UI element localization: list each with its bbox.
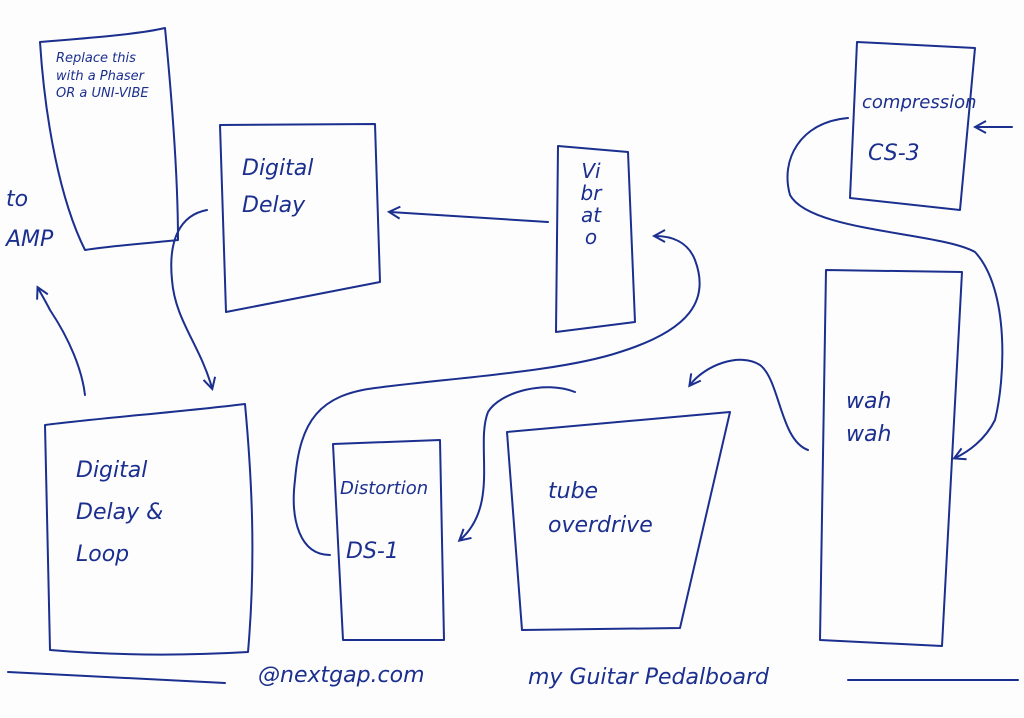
loop-to-amp	[38, 288, 86, 396]
digital-delay-box	[219, 123, 381, 313]
wah-label: wah wah	[846, 389, 892, 447]
footer-site: @nextgap.com	[258, 663, 425, 688]
compression-box	[849, 41, 976, 211]
tube-overdrive-box	[506, 411, 731, 631]
delay-to-loop	[170, 209, 212, 388]
compression-model-label: CS-3	[868, 141, 920, 166]
distortion-box	[332, 439, 445, 641]
overdrive-to-distortion	[460, 386, 576, 540]
compression-to-wah	[786, 117, 1004, 458]
footer-rule-left	[7, 671, 226, 684]
digital-delay-label: Digital Delay	[242, 156, 314, 219]
compression-label: compression	[862, 92, 977, 113]
phaser-box	[39, 27, 179, 251]
delay-loop-box	[44, 403, 254, 656]
vibrato-to-delay	[390, 212, 549, 223]
vibrato-box	[555, 145, 636, 333]
footer-caption: my Guitar Pedalboard	[528, 665, 769, 690]
vibrato-label: Vibrato	[580, 159, 602, 249]
distortion-to-vibrato	[292, 236, 701, 556]
distortion-label: Distortion	[340, 478, 429, 499]
phaser-note: Replace this with a Phaser OR a UNI-VIBE	[56, 51, 149, 102]
tube-overdrive-label: tube overdrive	[548, 479, 653, 539]
to-amp-label: to AMP	[6, 187, 54, 252]
wah-box	[819, 269, 963, 647]
distortion-model-label: DS-1	[346, 539, 399, 564]
delay-loop-label: Digital Delay & Loop	[76, 458, 164, 567]
wah-to-overdrive	[690, 358, 809, 451]
